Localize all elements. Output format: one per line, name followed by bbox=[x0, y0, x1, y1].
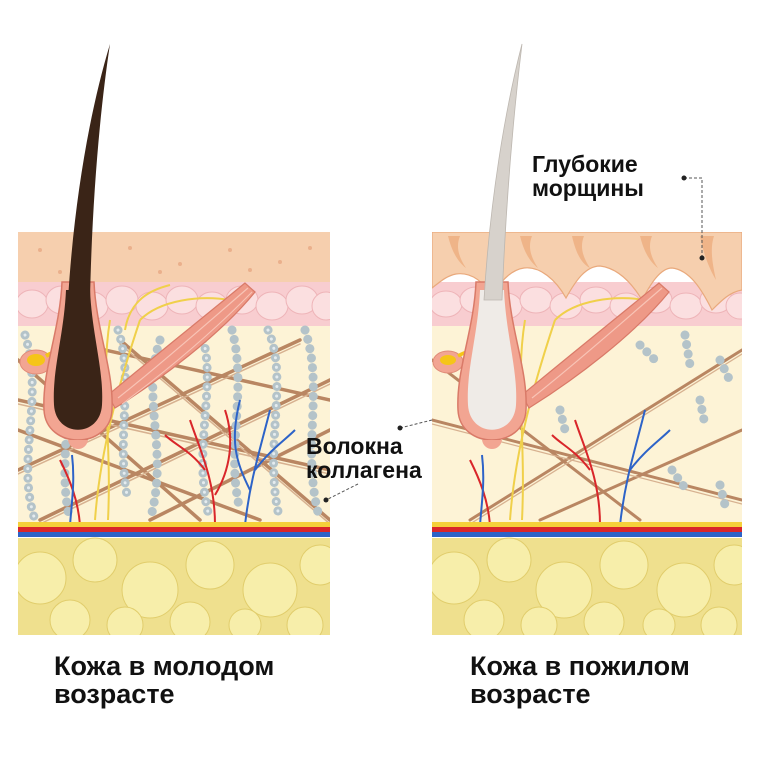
wrinkles-label: Глубокие морщины bbox=[532, 151, 644, 202]
aged-hair-shaft bbox=[483, 43, 523, 301]
young-hair-follicle bbox=[43, 281, 113, 449]
aged-vein-band bbox=[432, 532, 742, 537]
aged-wrinkle-folds bbox=[448, 236, 716, 280]
collagen-leader-lines bbox=[325, 419, 433, 501]
young-fat-cells bbox=[18, 537, 330, 635]
aged-arrector-muscle bbox=[521, 282, 670, 409]
wrinkles-leader-dot-start bbox=[681, 175, 687, 181]
collagen-leader-dot-young bbox=[323, 497, 329, 503]
aged-elastin-fragments bbox=[555, 330, 737, 510]
young-epidermis-dots bbox=[38, 246, 312, 274]
young-veins bbox=[69, 399, 296, 526]
aged-fat-cells bbox=[432, 537, 742, 635]
young-artery-band bbox=[18, 527, 330, 532]
young-hair-shaft bbox=[68, 44, 110, 300]
aged-vessel-yellow bbox=[432, 522, 742, 527]
young-skin-caption: Кожа в молодом возрасте bbox=[54, 651, 275, 710]
collagen-leader-dot-aged bbox=[397, 425, 403, 431]
wrinkles-leader-dot-end bbox=[699, 255, 705, 261]
aged-skin-section bbox=[432, 232, 742, 635]
aged-veins bbox=[479, 409, 671, 526]
young-arrector-muscle bbox=[107, 282, 256, 409]
aged-epidermis-wrinkled bbox=[432, 232, 742, 312]
young-elastin-highlights bbox=[23, 328, 282, 522]
aged-artery-band bbox=[432, 527, 742, 532]
young-skin-section bbox=[18, 232, 330, 635]
aged-hair-follicle bbox=[457, 281, 527, 449]
young-vessel-yellow bbox=[18, 522, 330, 527]
young-epidermis bbox=[18, 232, 330, 282]
collagen-label: Волокна коллагена bbox=[306, 433, 422, 484]
young-vein-band bbox=[18, 532, 330, 537]
wrinkles-leader-line bbox=[684, 177, 703, 258]
aged-skin-caption: Кожа в пожилом возрасте bbox=[470, 651, 690, 710]
